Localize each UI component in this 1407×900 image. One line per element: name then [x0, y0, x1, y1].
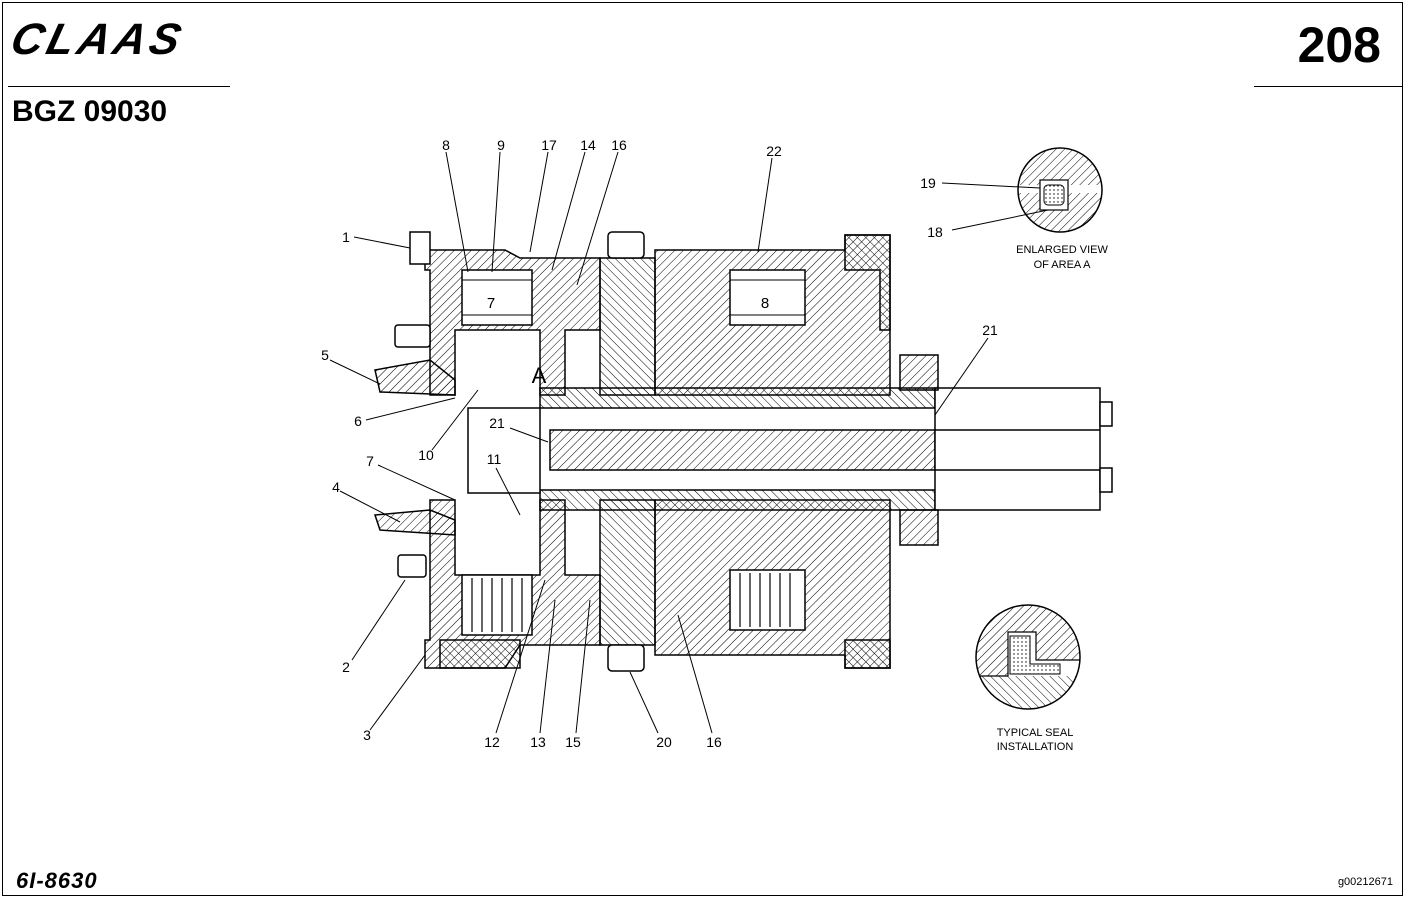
seal-caption-line1: TYPICAL SEAL: [997, 727, 1074, 739]
callout-5: 5: [321, 347, 329, 363]
callout-21-right: 21: [982, 322, 998, 338]
callout-16-bottom: 16: [706, 734, 722, 750]
enlarged-view-area-a: [1017, 147, 1103, 233]
callout-14: 14: [580, 137, 596, 153]
callout-3: 3: [363, 727, 371, 743]
document-code: BGZ 09030: [12, 95, 168, 128]
callout-15: 15: [565, 734, 581, 750]
area-a-marker: A: [532, 363, 547, 388]
callout-20: 20: [656, 734, 672, 750]
image-reference: g00212671: [1337, 876, 1393, 888]
callout-17: 17: [541, 137, 557, 153]
callout-12: 12: [484, 734, 500, 750]
callout-9: 9: [497, 137, 505, 153]
callout-22: 22: [766, 143, 782, 159]
header-divider-left: [8, 86, 230, 87]
callout-13: 13: [530, 734, 546, 750]
assembly-body: [373, 231, 1113, 672]
callout-2: 2: [342, 659, 350, 675]
callout-7: 7: [366, 453, 374, 469]
callout-4: 4: [332, 479, 340, 495]
pack-label-7: 7: [487, 295, 495, 312]
callout-19: 19: [920, 175, 936, 191]
page-number: 208: [1297, 17, 1381, 73]
typical-seal-installation: [975, 604, 1081, 710]
header-divider-right: [1254, 86, 1402, 87]
callout-18: 18: [927, 224, 943, 240]
notes: ENLARGED VIEW OF AREA A TYPICAL SEAL INS…: [997, 244, 1109, 753]
pack-label-8: 8: [761, 295, 769, 312]
callout-16-top: 16: [611, 137, 627, 153]
inline-labels: 7 8 A: [487, 295, 769, 388]
seal-caption-line2: INSTALLATION: [997, 741, 1074, 753]
part-number: 6I-8630: [16, 868, 98, 893]
callout-8: 8: [442, 137, 450, 153]
leader-lines: [329, 151, 1049, 734]
callout-1: 1: [342, 229, 350, 245]
callout-21-left: 21: [489, 415, 505, 431]
enlarged-view-caption-line1: ENLARGED VIEW: [1016, 244, 1108, 256]
callout-labels: 1 5 6 10 7 4 2 3 8 9 17 14 16 22 21 11 1…: [321, 137, 998, 750]
callout-11: 11: [487, 451, 502, 467]
enlarged-view-caption-line2: OF AREA A: [1034, 259, 1092, 271]
callout-10: 10: [418, 447, 434, 463]
callout-6: 6: [354, 413, 362, 429]
